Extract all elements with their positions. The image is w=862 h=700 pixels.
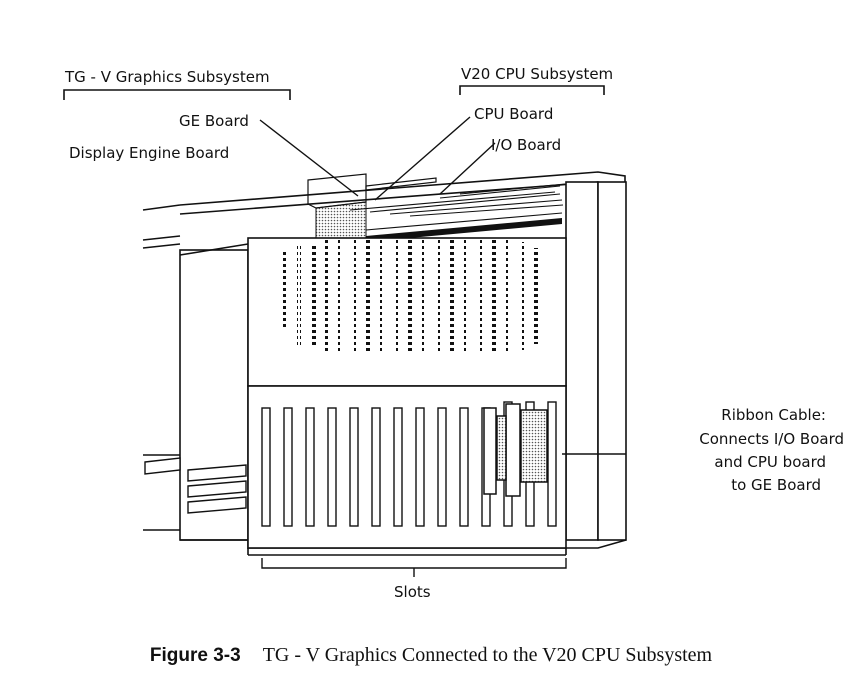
io-board-label: I/O Board xyxy=(491,136,561,154)
tgv-subsystem-bracket xyxy=(63,89,291,100)
ribbon-cable-line: Connects I/O Board xyxy=(699,430,844,448)
board-stack xyxy=(307,173,566,245)
display-engine-board-label: Display Engine Board xyxy=(69,144,229,162)
left-card-guides xyxy=(144,457,247,514)
figure-title: TG - V Graphics Connected to the V20 CPU… xyxy=(262,644,713,666)
leader-lines xyxy=(259,116,626,577)
cpu-board-label: CPU Board xyxy=(474,105,553,123)
chassis xyxy=(142,171,627,556)
ge-board-label: GE Board xyxy=(179,112,249,130)
v20-subsystem-label: V20 CPU Subsystem xyxy=(461,65,613,83)
figure-caption: Figure 3-3 TG - V Graphics Connected to t… xyxy=(0,644,862,667)
slots-label: Slots xyxy=(394,583,431,601)
ribbon-cable xyxy=(483,403,548,497)
ribbon-cable-label: Ribbon Cable: Connects I/O Board and CPU… xyxy=(699,406,844,494)
tgv-subsystem-label: TG - V Graphics Subsystem xyxy=(64,68,270,86)
v20-subsystem-bracket xyxy=(459,85,605,95)
ribbon-cable-line: and CPU board xyxy=(714,453,826,471)
figure-number: Figure 3-3 xyxy=(149,645,241,666)
upper-front-panel xyxy=(247,237,567,387)
ribbon-cable-line: Ribbon Cable: xyxy=(721,406,826,424)
ribbon-cable-line: to GE Board xyxy=(731,476,821,494)
